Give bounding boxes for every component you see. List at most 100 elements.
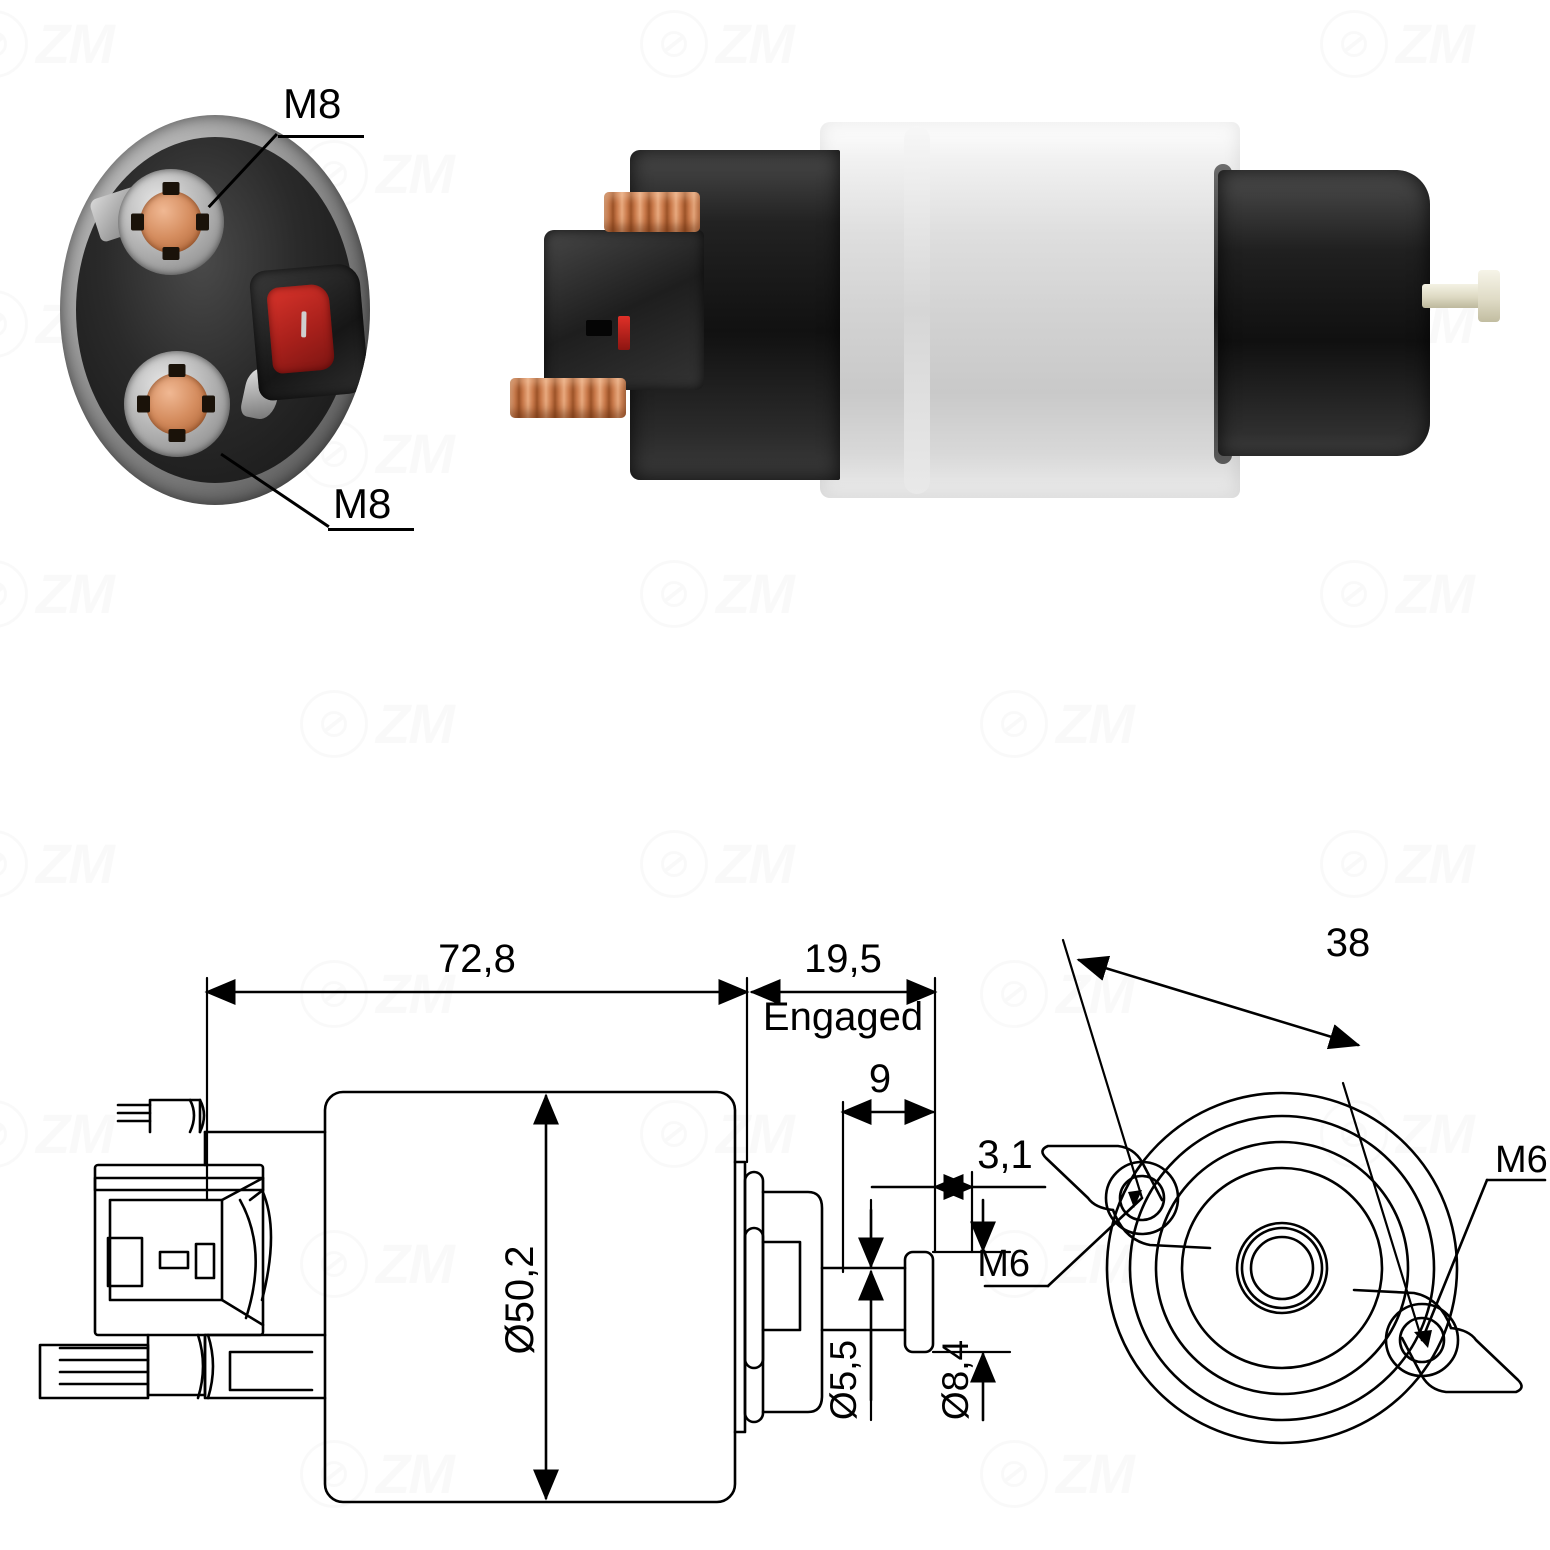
- end-view-circle-3: [1154, 1140, 1410, 1396]
- connector-block-lip: [93, 1176, 265, 1192]
- mount-ear-left: [1041, 1144, 1164, 1212]
- solenoid-end-cap-face: [76, 137, 370, 483]
- watermark-tile: ZM: [300, 690, 453, 758]
- mount-ear-right-inner: [1352, 1288, 1453, 1330]
- watermark-text: ZM: [1396, 836, 1473, 892]
- m8-label-top: M8: [283, 80, 342, 127]
- solenoid-side-view-photo: [500, 120, 1510, 500]
- end-view-bore-outer: [1235, 1221, 1329, 1315]
- thread-label-m6-right: M6: [1495, 1139, 1548, 1181]
- rear-ring-3: [743, 1226, 765, 1370]
- thread-label-m6-left: M6: [977, 1243, 1030, 1285]
- watermark-text: ZM: [1056, 696, 1133, 752]
- dim-label-engaged-note: Engaged: [763, 995, 923, 1039]
- plunger-head-outline: [903, 1250, 935, 1354]
- dim-label-mount-hole-spacing: 38: [1326, 921, 1371, 965]
- solenoid-barrel-cap: [904, 126, 930, 494]
- plunger-head: [1478, 270, 1500, 322]
- connector-left-slot: [106, 1236, 144, 1288]
- bottom-terminal-base: [203, 1333, 327, 1400]
- bottom-terminal-thread: [58, 1346, 150, 1386]
- signal-connector-housing: [248, 262, 370, 402]
- terminal-nut-bottom: [146, 373, 208, 435]
- bottom-terminal-washer: [196, 1333, 215, 1400]
- m6-arrow-right: [1414, 1330, 1432, 1348]
- connector-red-tab: [618, 316, 630, 350]
- dim-label-engaged-stroke: 19,5: [804, 937, 882, 981]
- m6-leader-left: [1046, 1196, 1144, 1288]
- connector-block: [544, 230, 704, 390]
- mount-hole-left: [1118, 1174, 1166, 1222]
- solenoid-metal-barrel: [820, 122, 1240, 498]
- rear-ring-1: [733, 1160, 747, 1434]
- connector-pin: [301, 311, 307, 338]
- m6-arrow-left: [1128, 1190, 1142, 1208]
- watermark-text: ZM: [36, 566, 113, 622]
- end-view-bore-core: [1249, 1235, 1315, 1301]
- connector-slot: [586, 320, 612, 336]
- bottom-terminal-stud: [38, 1343, 150, 1400]
- mount-hole-right: [1398, 1316, 1446, 1364]
- zm-circular-logo-icon: [1320, 560, 1388, 628]
- mount-hole-left-outer: [1104, 1160, 1180, 1236]
- top-terminal-nut: [148, 1098, 202, 1134]
- m8-label-bottom: M8: [333, 480, 392, 527]
- watermark-tile: ZM: [1320, 830, 1473, 898]
- watermark-tile: ZM: [0, 830, 113, 898]
- m8-label-top-underline: [278, 135, 364, 138]
- zm-circular-logo-icon: [300, 690, 368, 758]
- connector-block-outline: [93, 1163, 265, 1337]
- solenoid-front-view-photo: [60, 115, 370, 505]
- terminal-nut-top: [140, 191, 202, 253]
- end-view-circle-4: [1180, 1166, 1384, 1370]
- copper-stud-top: [604, 192, 700, 232]
- rear-cover-outline: [761, 1190, 824, 1414]
- end-view-circle-2: [1128, 1114, 1436, 1422]
- terminal-post-top: [118, 169, 224, 275]
- connector-tab-slot: [194, 1242, 216, 1280]
- watermark-text: ZM: [716, 566, 793, 622]
- technical-drawing-svg: 72,8 19,5 Engaged 9 3,1 Ø50,2 Ø5,5 Ø8,4 …: [38, 921, 1548, 1504]
- watermark-tile: ZM: [0, 560, 113, 628]
- bottom-terminal-nut: [146, 1333, 207, 1397]
- solenoid-housing-rim: [60, 115, 370, 505]
- terminal-post-bottom: [124, 351, 230, 457]
- solenoid-rear-cover: [1218, 170, 1430, 456]
- dim-label-head-diameter: Ø8,4: [935, 1340, 976, 1420]
- connector-key-slot: [158, 1250, 190, 1270]
- plunger-shaft-outline: [820, 1266, 907, 1332]
- watermark-text: ZM: [716, 836, 793, 892]
- top-terminal-washer: [188, 1098, 206, 1134]
- m6-leader-right: [1420, 1178, 1489, 1342]
- watermark-text: ZM: [36, 836, 113, 892]
- ext-line-38-left: [1061, 938, 1144, 1200]
- top-terminal-thread: [116, 1103, 152, 1123]
- copper-stud-bottom: [510, 378, 626, 418]
- body-outline: [323, 1090, 737, 1504]
- zm-circular-logo-icon: [1320, 830, 1388, 898]
- watermark-tile: ZM: [640, 560, 793, 628]
- dim-label-plunger-offset: 9: [869, 1057, 891, 1101]
- connector-side-curve-2: [238, 1198, 257, 1320]
- end-view-outer-circle: [1105, 1091, 1459, 1445]
- zm-circular-logo-icon: [980, 690, 1048, 758]
- technical-drawing: 72,8 19,5 Engaged 9 3,1 Ø50,2 Ø5,5 Ø8,4 …: [0, 900, 1550, 1550]
- m8-label-bottom-underline: [328, 528, 414, 531]
- watermark-tile: ZM: [640, 830, 793, 898]
- connector-bevel-lines: [220, 1176, 265, 1327]
- zm-circular-logo-icon: [640, 830, 708, 898]
- connector-red-insert: [266, 283, 336, 375]
- zm-circular-logo-icon: [0, 830, 28, 898]
- connector-side-curve: [260, 1188, 273, 1302]
- mount-hole-right-outer: [1384, 1302, 1460, 1378]
- dim-label-body-diameter: Ø50,2: [498, 1246, 542, 1355]
- bottom-terminal-inner: [228, 1350, 314, 1392]
- watermark-tile: ZM: [1320, 560, 1473, 628]
- rear-ring-2: [743, 1170, 765, 1424]
- watermark-text: ZM: [1396, 566, 1473, 622]
- mount-ear-left-inner: [1111, 1208, 1212, 1250]
- mount-ear-right: [1400, 1326, 1523, 1394]
- zm-circular-logo-icon: [640, 560, 708, 628]
- zm-circular-logo-icon: [0, 560, 28, 628]
